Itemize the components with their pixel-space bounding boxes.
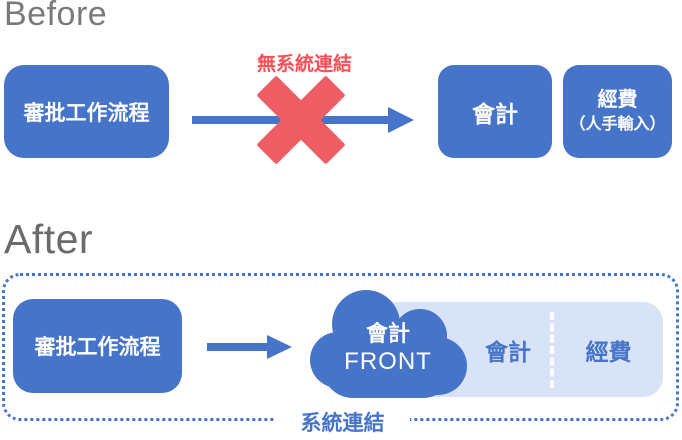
approval-workflow-label-before: 審批工作流程 bbox=[23, 101, 150, 125]
cloud-label-line1: 會計 bbox=[365, 321, 410, 347]
before-heading: Before bbox=[4, 0, 108, 33]
expense-box-before: 經費 （人手輸入） bbox=[563, 65, 672, 158]
arrow-head bbox=[388, 107, 414, 133]
accounting-label-after: 會計 bbox=[485, 338, 531, 365]
expense-label-line2: （人手輸入） bbox=[569, 116, 666, 134]
system-link-badge: 系統連結 bbox=[275, 403, 410, 440]
dashed-divider bbox=[550, 311, 554, 388]
approval-workflow-box-after: 審批工作流程 bbox=[13, 299, 182, 393]
approval-workflow-label-after: 審批工作流程 bbox=[34, 336, 161, 359]
expense-label-after: 經費 bbox=[585, 338, 632, 365]
arrow-head bbox=[267, 335, 292, 359]
cloud-label-line2: FRONT bbox=[344, 347, 432, 375]
accounting-box-before: 會計 bbox=[438, 65, 552, 158]
no-system-link-label: 無系統連結 bbox=[257, 54, 353, 75]
approval-workflow-box-before: 審批工作流程 bbox=[4, 65, 169, 158]
x-icon bbox=[256, 75, 346, 165]
arrow-shaft bbox=[207, 343, 269, 351]
accounting-label-before: 會計 bbox=[472, 100, 518, 127]
cloud-front-label: 會計 FRONT bbox=[308, 286, 468, 400]
arrow-right-icon bbox=[207, 335, 292, 359]
cloud-icon: 會計 FRONT bbox=[308, 286, 468, 400]
after-heading: After bbox=[4, 216, 94, 262]
expense-label-line1: 經費 bbox=[597, 89, 638, 112]
